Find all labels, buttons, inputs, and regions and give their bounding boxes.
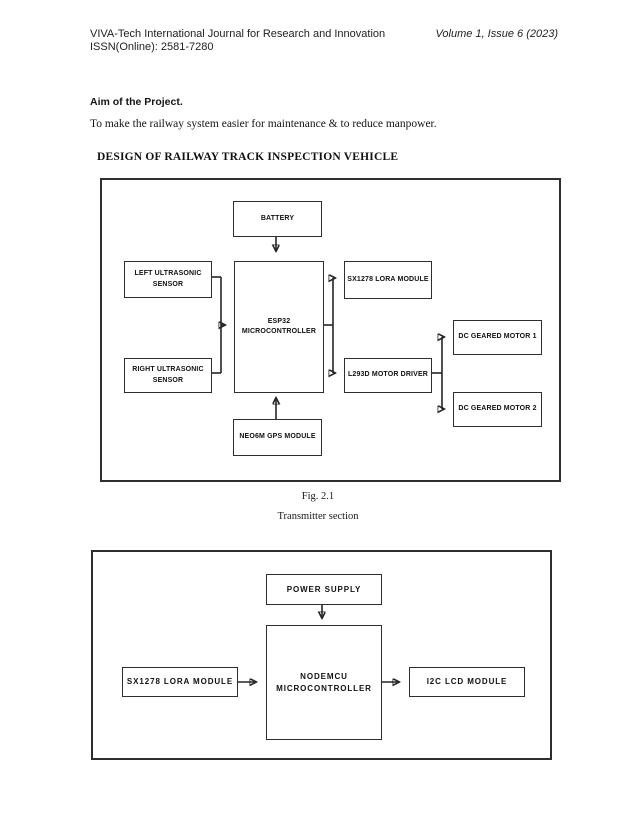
figure-number: Fig. 2.1 <box>301 491 335 502</box>
nodemcu-microcontroller-box: NODEMCU MICROCONTROLLER <box>266 625 382 740</box>
l293d-motor-driver-box: L293D MOTOR DRIVER <box>344 358 432 393</box>
volume-issue: Volume 1, Issue 6 (2023) <box>435 28 559 40</box>
right-ultrasonic-sensor-box: RIGHT ULTRASONIC SENSOR <box>124 358 212 393</box>
receiver-block-diagram: POWER SUPPLY SX1278 LORA MODULE NODEMCU … <box>91 550 552 760</box>
sx1278-lora-module-box-rx: SX1278 LORA MODULE <box>122 667 238 697</box>
journal-title: VIVA-Tech International Journal for Rese… <box>90 28 386 40</box>
i2c-lcd-module-box: I2C LCD MODULE <box>409 667 525 697</box>
section-heading: DESIGN OF RAILWAY TRACK INSPECTION VEHIC… <box>97 151 399 163</box>
figure-title: Transmitter section <box>277 511 359 522</box>
left-ultrasonic-sensor-box: LEFT ULTRASONIC SENSOR <box>124 261 212 298</box>
aim-heading: Aim of the Project. <box>90 96 183 108</box>
transmitter-block-diagram: BATTERY LEFT ULTRASONIC SENSOR RIGHT ULT… <box>100 178 561 482</box>
journal-header: VIVA-Tech International Journal for Rese… <box>90 28 385 53</box>
dc-geared-motor2-box: DC GEARED MOTOR 2 <box>453 392 542 427</box>
power-supply-box: POWER SUPPLY <box>266 574 382 605</box>
sx1278-lora-module-box: SX1278 LORA MODULE <box>344 261 432 299</box>
journal-issn: ISSN(Online): 2581-7280 <box>90 40 214 53</box>
esp32-microcontroller-box: ESP32 MICROCONTROLLER <box>234 261 324 393</box>
neo6m-gps-module-box: NEO6M GPS MODULE <box>233 419 322 456</box>
dc-geared-motor1-box: DC GEARED MOTOR 1 <box>453 320 542 355</box>
figure-caption: Fig. 2.1 Transmitter section <box>58 491 578 522</box>
battery-box: BATTERY <box>233 201 322 237</box>
aim-text: To make the railway system easier for ma… <box>90 118 437 130</box>
